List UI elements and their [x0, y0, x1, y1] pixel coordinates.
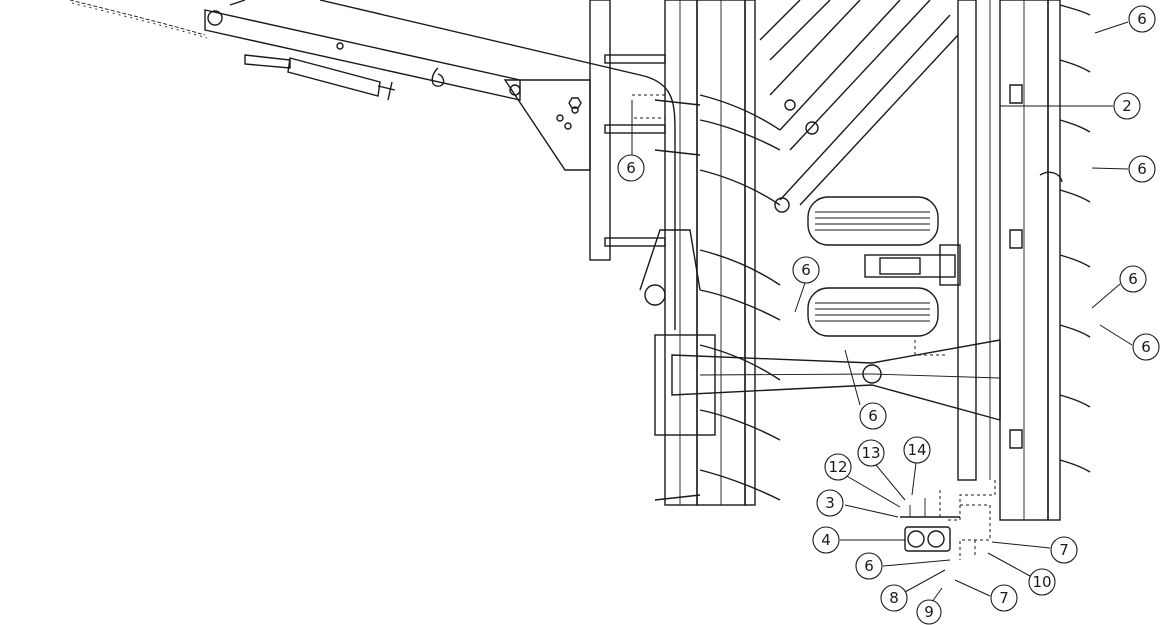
callout-c13: 4	[812, 526, 840, 554]
callout-c19: 9	[916, 599, 942, 625]
callout-c6: 6	[792, 256, 820, 284]
light-bracket-assembly	[900, 480, 996, 560]
diagonal-frame-bars	[759, 0, 959, 213]
callout-c12: 3	[816, 489, 844, 517]
hitch-tongue	[204, 0, 676, 330]
callout-c14: 7	[1050, 536, 1078, 564]
leader-lines	[631, 21, 1133, 607]
left-gang-frame	[664, 0, 756, 506]
center-a-frame	[639, 229, 1001, 436]
callout-c18: 7	[990, 584, 1018, 612]
callout-c7: 6	[859, 402, 887, 430]
right-gang-discs	[1009, 4, 1091, 473]
svg-text:14: 14	[907, 441, 926, 459]
callout-c16: 10	[1028, 568, 1056, 596]
callouts: 6 2 6 6 6 6 6 6 14 13 12 3 4 7 6 10 8 7 …	[617, 5, 1160, 625]
callout-c4: 6	[1119, 265, 1147, 293]
svg-text:4: 4	[821, 531, 831, 549]
svg-text:6: 6	[626, 159, 636, 177]
svg-text:6: 6	[1137, 160, 1147, 178]
svg-text:2: 2	[1122, 97, 1132, 115]
svg-text:6: 6	[801, 261, 811, 279]
svg-text:7: 7	[1059, 541, 1069, 559]
callout-c3: 6	[1128, 155, 1156, 183]
hitch-bracket	[589, 0, 666, 261]
svg-text:8: 8	[889, 589, 899, 607]
transport-tires	[807, 196, 961, 337]
callout-c9: 14	[903, 436, 931, 464]
svg-text:6: 6	[864, 557, 874, 575]
chain	[69, 0, 208, 39]
callout-c2: 2	[1113, 92, 1141, 120]
svg-text:12: 12	[828, 458, 847, 476]
callout-c8: 6	[617, 154, 645, 182]
svg-text:6: 6	[1137, 10, 1147, 28]
callout-c11: 12	[824, 453, 852, 481]
svg-text:9: 9	[924, 603, 934, 621]
left-gang-discs	[654, 94, 781, 501]
callout-c1: 6	[1128, 5, 1156, 33]
callout-c17: 8	[880, 584, 908, 612]
callout-c5: 6	[1132, 333, 1160, 361]
svg-text:10: 10	[1032, 573, 1051, 591]
svg-text:7: 7	[999, 589, 1009, 607]
svg-text:6: 6	[1128, 270, 1138, 288]
svg-text:3: 3	[825, 494, 835, 512]
svg-text:13: 13	[861, 444, 880, 462]
callout-c15: 6	[855, 552, 883, 580]
right-gang-frame	[957, 0, 1061, 521]
svg-text:6: 6	[868, 407, 878, 425]
callout-c10: 13	[857, 439, 885, 467]
svg-text:6: 6	[1141, 338, 1151, 356]
